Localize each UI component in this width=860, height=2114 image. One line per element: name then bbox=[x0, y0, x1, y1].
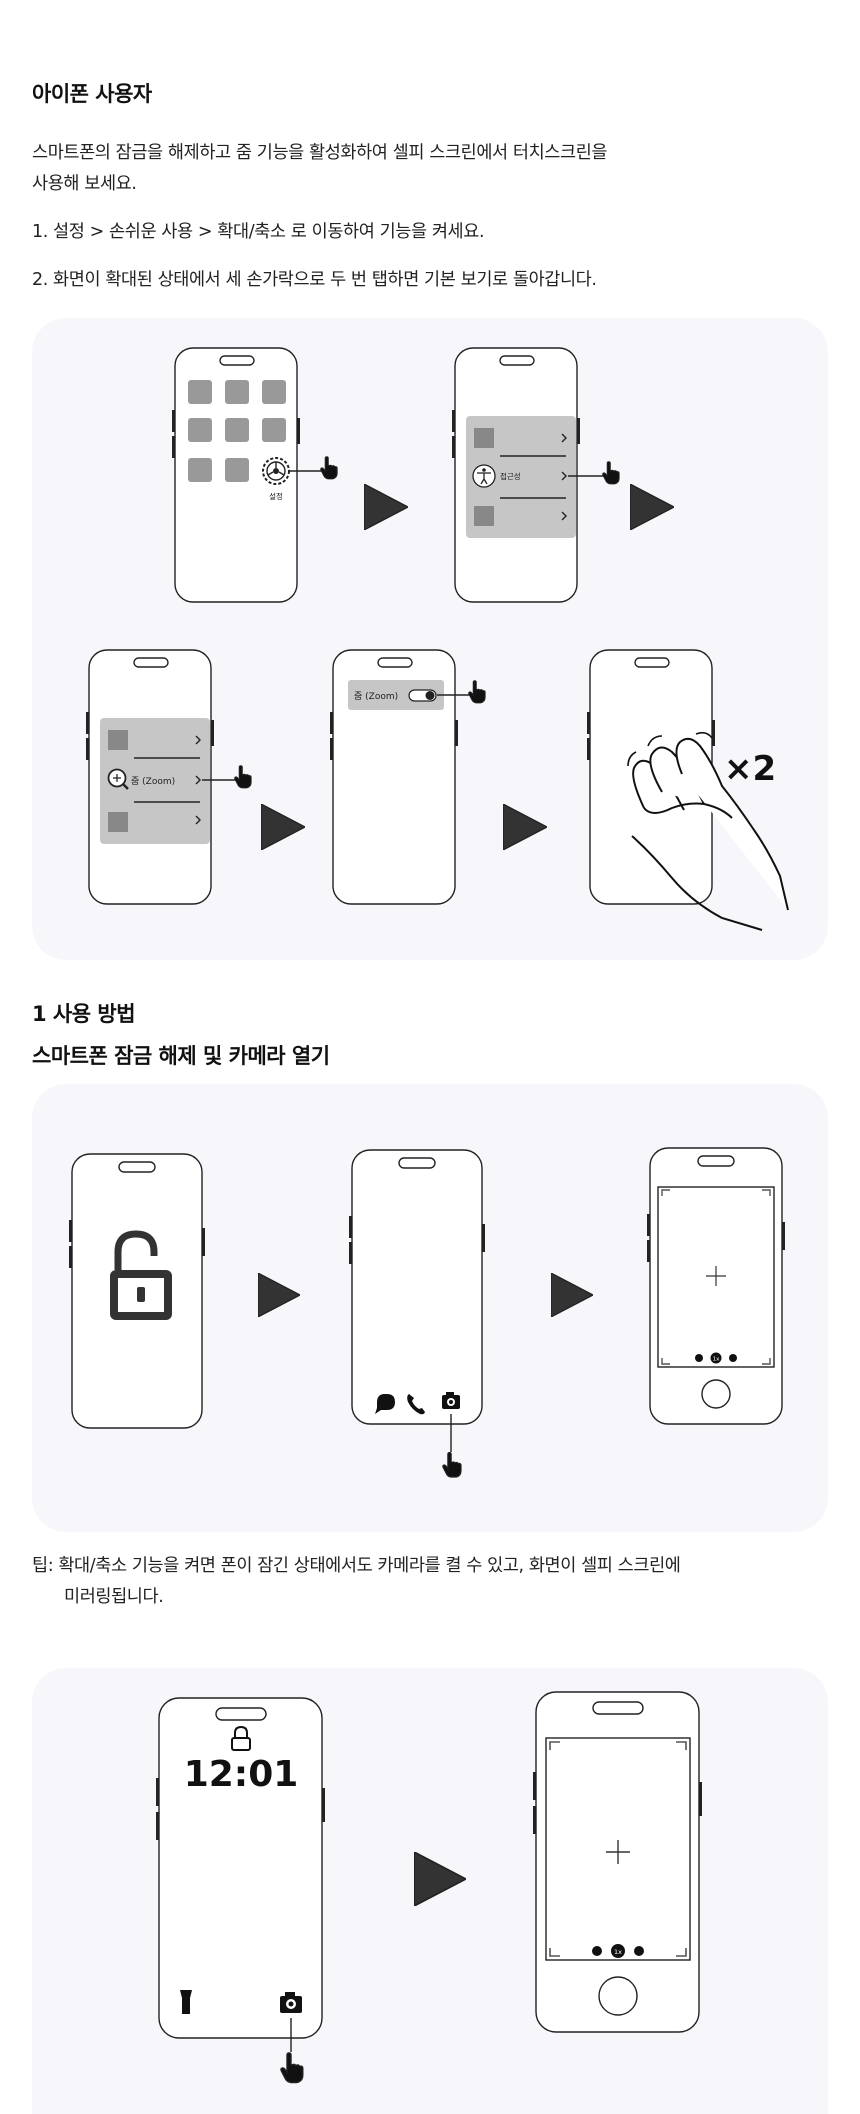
tap-hand-icon bbox=[468, 680, 486, 704]
camera-icon[interactable] bbox=[280, 1992, 302, 2013]
camera-zoom-label: 1x bbox=[713, 1357, 720, 1363]
home-button bbox=[598, 1976, 638, 2016]
next-arrow-icon bbox=[551, 1273, 593, 1317]
settings-label: 설정 bbox=[269, 491, 283, 501]
zoom-toggle-label: 줌 (Zoom) bbox=[354, 691, 398, 702]
next-arrow-icon bbox=[364, 484, 408, 530]
next-arrow-icon bbox=[630, 484, 674, 530]
phone-icon bbox=[407, 1394, 425, 1415]
unlock-camera-illustration: 1x bbox=[32, 1084, 828, 1532]
home-button bbox=[701, 1379, 731, 1409]
flashlight-icon bbox=[180, 1990, 192, 2014]
tap-hand-icon bbox=[234, 765, 252, 789]
next-arrow-icon bbox=[258, 1273, 300, 1317]
zoom-setup-illustration: 설정 접근성 bbox=[32, 318, 828, 960]
usage-subheading: 스마트폰 잠금 해제 및 카메라 열기 bbox=[32, 1044, 330, 1068]
phone-zoom-toggle: 줌 (Zoom) bbox=[330, 649, 486, 905]
phone-home-screen: 설정 bbox=[172, 347, 338, 603]
three-finger-hand-icon bbox=[627, 731, 789, 931]
tap-hand-icon bbox=[320, 456, 338, 480]
lock-screen-time: 12:01 bbox=[184, 1754, 299, 1795]
next-arrow-icon bbox=[414, 1852, 466, 1906]
zoom-menu-label: 줌 (Zoom) bbox=[131, 776, 175, 787]
usage-heading: 1 사용 방법 bbox=[32, 1002, 136, 1026]
tip-text: 팁: 확대/축소 기능을 켜면 폰이 잠긴 상태에서도 카메라를 켤 수 있고,… bbox=[32, 1551, 681, 1613]
zoom-magnifier-icon bbox=[107, 768, 129, 790]
phone-three-finger-tap: ×2 bbox=[587, 649, 789, 931]
phone-camera-view: 1x bbox=[647, 1147, 785, 1425]
tip-line-1: 팁: 확대/축소 기능을 켜면 폰이 잠긴 상태에서도 카메라를 켤 수 있고,… bbox=[32, 1556, 681, 1576]
double-tap-label: ×2 bbox=[724, 749, 776, 789]
settings-gear-icon bbox=[262, 457, 290, 485]
accessibility-label: 접근성 bbox=[500, 472, 521, 481]
lock-icon bbox=[231, 1725, 251, 1751]
phone-home-dock bbox=[349, 1149, 485, 1478]
accessibility-icon bbox=[472, 464, 496, 488]
camera-zoom-label: 1x bbox=[614, 1948, 622, 1956]
intro-line-2: 사용해 보세요. bbox=[32, 174, 137, 194]
message-icon bbox=[375, 1394, 395, 1414]
step-1-text: 1. 설정 > 손쉬운 사용 > 확대/축소 로 이동하여 기능을 켜세요. bbox=[32, 222, 485, 242]
unlock-padlock-icon bbox=[110, 1230, 172, 1320]
app-icon-grid bbox=[188, 380, 286, 482]
phone-lock-screen: 12:01 bbox=[156, 1697, 325, 2084]
phone-camera-view: 1x bbox=[533, 1691, 702, 2033]
intro-line-1: 스마트폰의 잠금을 해제하고 줌 기능을 활성화하여 셀피 스크린에서 터치스크… bbox=[32, 143, 608, 163]
camera-icon[interactable] bbox=[442, 1392, 460, 1409]
tap-hand-icon bbox=[442, 1452, 462, 1478]
tap-hand-icon bbox=[602, 461, 620, 485]
tap-hand-icon bbox=[280, 2052, 304, 2084]
phone-accessibility-menu: 줌 (Zoom) bbox=[86, 649, 252, 905]
zoom-toggle-switch bbox=[408, 689, 437, 702]
phone-unlocked bbox=[69, 1153, 205, 1429]
phone-settings-menu: 접근성 bbox=[452, 347, 620, 603]
locked-camera-illustration: 12:01 bbox=[32, 1668, 828, 2114]
iphone-user-heading: 아이폰 사용자 bbox=[32, 82, 152, 106]
tip-line-2: 미러링됩니다. bbox=[64, 1587, 164, 1607]
step-2-text: 2. 화면이 확대된 상태에서 세 손가락으로 두 번 탭하면 기본 보기로 돌… bbox=[32, 270, 597, 290]
next-arrow-icon bbox=[503, 804, 547, 850]
next-arrow-icon bbox=[261, 804, 305, 850]
